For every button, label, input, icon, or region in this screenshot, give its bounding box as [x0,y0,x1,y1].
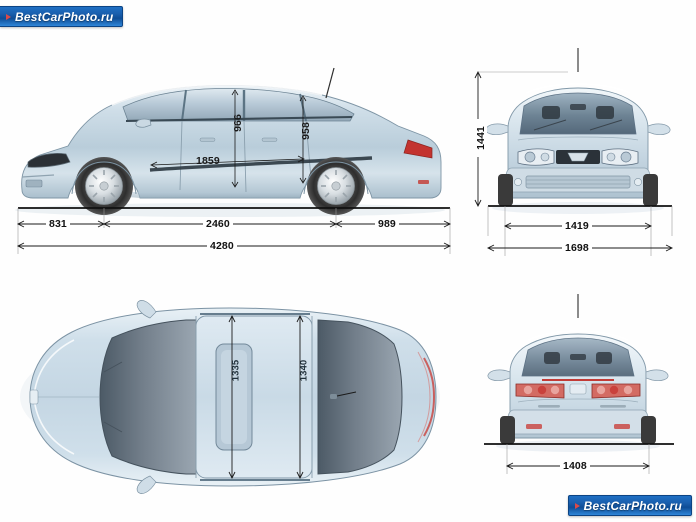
dim-rear-shoulder-room: 1340 [298,359,310,382]
watermark-label: BestCarPhoto.ru [583,498,682,513]
top-view-panel: 1335 1340 [0,272,460,522]
side-view-drawing [15,67,452,254]
top-dimension-lines [228,314,357,480]
front-right-foglamp [634,178,642,186]
top-view-drawing [20,300,440,494]
dim-overall-width: 1698 [562,242,592,254]
rear-left-reflector [526,424,542,429]
watermark-top-left[interactable]: BestCarPhoto.ru [0,6,124,27]
rear-right-reflector [614,424,630,429]
rear-view-drawing [484,294,674,474]
top-rear-lights [423,357,436,437]
front-right-tyre [643,174,658,206]
side-headlight [27,153,71,168]
dim-front-headroom: 966 [232,114,244,132]
watermark-bottom-right[interactable]: BestCarPhoto.ru [567,495,692,516]
rear-bumper [507,409,649,435]
dim-overall-height: 1441 [475,119,487,157]
top-rear-window [317,319,403,475]
side-view-panel: 831 2460 989 4280 966 958 1859 [0,22,460,272]
front-view-drawing [474,48,674,256]
rear-extension-lines [506,444,650,474]
front-windscreen [519,92,637,135]
top-front-badge [29,389,39,405]
play-arrow-icon [6,13,11,20]
top-right-mirror [136,475,157,494]
front-left-tyre [498,174,513,206]
front-view-panel: 1441 1419 1698 [460,22,696,272]
front-right-mirror [647,123,671,135]
dim-wheelbase: 2460 [203,218,233,230]
side-interior-dimension-lines [150,89,307,188]
dim-overall-length: 4280 [207,240,237,252]
dim-interior-length: 1859 [196,155,220,167]
dim-front-shoulder-room: 1335 [230,359,242,382]
top-windscreen [99,319,197,475]
rear-right-mirror [645,369,669,381]
watermark-label: BestCarPhoto.ru [15,9,114,24]
side-mirror [135,118,152,128]
dim-rear-headroom: 958 [300,122,312,140]
rear-view-panel: 1408 [460,272,696,522]
play-arrow-icon [574,502,580,509]
side-front-wheel [75,157,133,215]
rear-right-tyre [641,416,656,444]
dim-front-track: 1419 [562,220,592,232]
side-taillight [403,139,433,159]
side-glass [122,88,355,122]
dim-front-overhang: 831 [46,218,70,230]
seat-badge-front [567,152,589,162]
dim-rear-overhang: 989 [375,218,399,230]
side-antenna [325,67,335,99]
top-door-lines [30,316,313,478]
front-left-foglamp [514,178,522,186]
top-left-mirror [136,300,157,319]
side-rear-wheel [307,157,365,215]
rear-left-tyre [500,416,515,444]
rear-left-mirror [487,369,511,381]
seat-badge-rear [569,383,587,395]
front-left-mirror [485,123,509,135]
dim-rear-track: 1408 [560,460,590,472]
top-roof [195,315,313,479]
top-door-handle [330,394,337,399]
